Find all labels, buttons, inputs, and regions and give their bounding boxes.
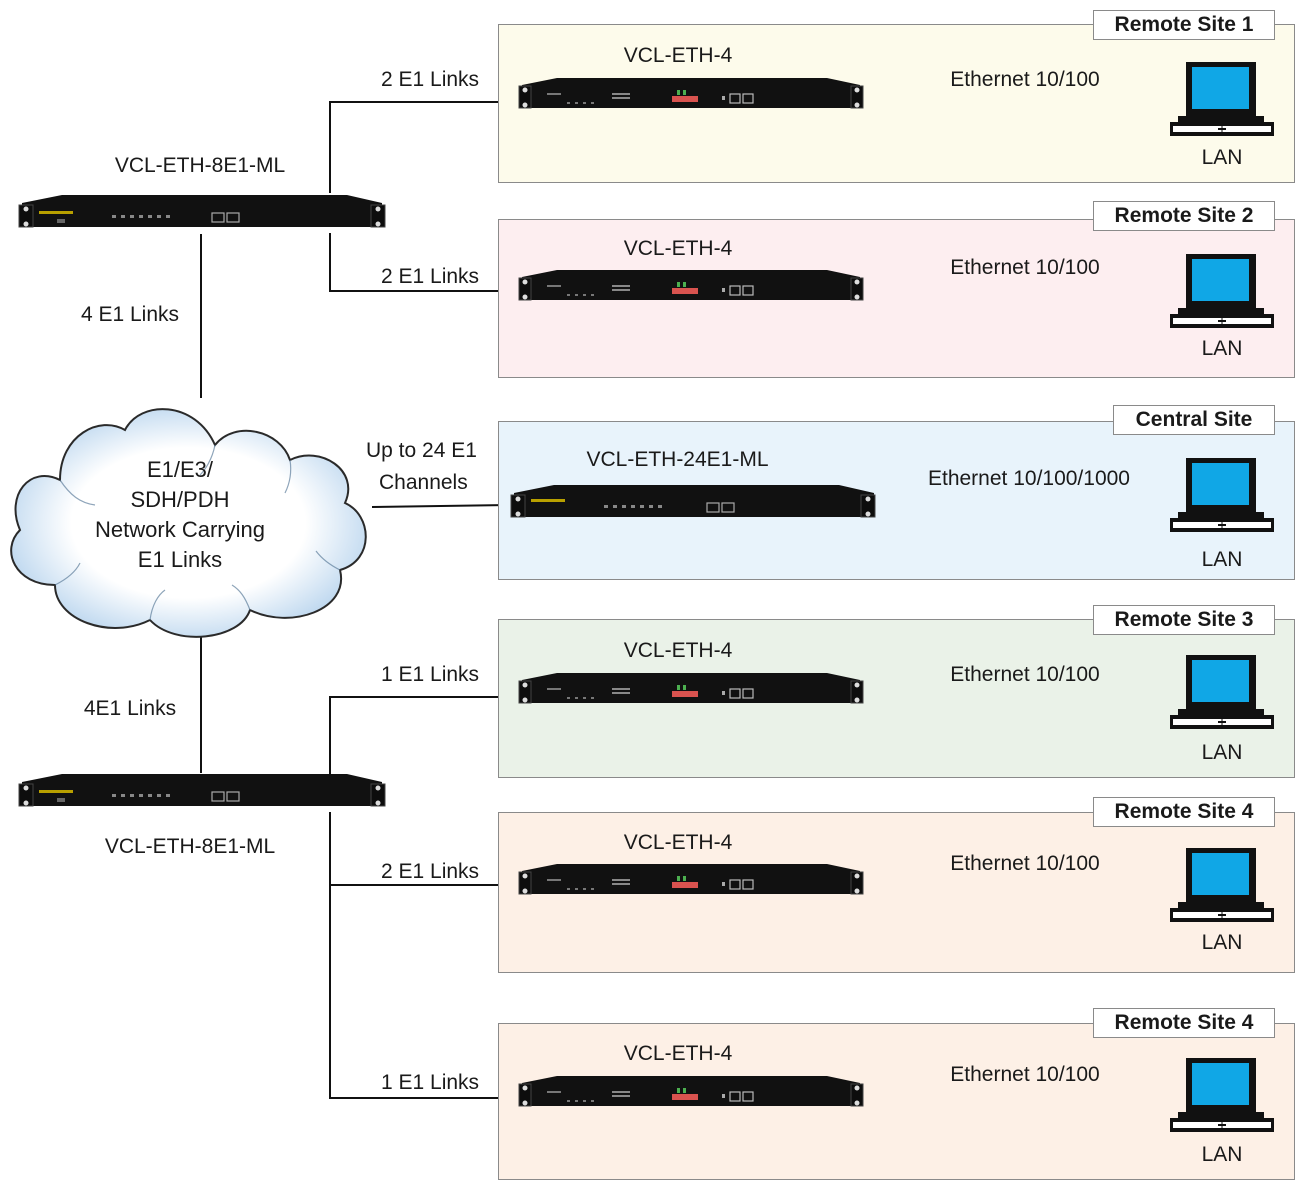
- lower-mux-cloud-link-label: 4E1 Links: [83, 697, 177, 720]
- site-tag-remote-1: Remote Site 1: [1093, 10, 1275, 40]
- site-3-lan-label: LAN: [1201, 741, 1243, 764]
- central-link-label-line-2: Channels: [379, 471, 468, 494]
- central-device-label: VCL-ETH-24E1-ML: [586, 448, 769, 471]
- site-2-lan-computer-icon: [1168, 254, 1276, 328]
- site-2-device-label: VCL-ETH-4: [623, 237, 733, 260]
- site-box-central: [498, 421, 1295, 580]
- upper-mux-device: [17, 193, 387, 239]
- central-link-label-line-1: Up to 24 E1: [366, 439, 477, 462]
- site-1-device-label: VCL-ETH-4: [623, 44, 733, 67]
- lower-mux-model-label: VCL-ETH-8E1-ML: [104, 835, 276, 858]
- site-2-ethernet-label: Ethernet 10/100: [950, 256, 1100, 279]
- site-2-lan-label: LAN: [1201, 337, 1243, 360]
- upper-mux-cloud-link-label: 4 E1 Links: [80, 303, 180, 326]
- site-1-link-label: 2 E1 Links: [381, 68, 480, 91]
- site-4b-ethernet-label: Ethernet 10/100: [950, 1063, 1100, 1086]
- network-cloud-icon: [10, 408, 367, 638]
- link-lower-mux-to-site-4b: [329, 885, 520, 1099]
- site-4b-lan-computer-icon: [1168, 1058, 1276, 1132]
- central-vcl-eth-24e1-ml-device: [509, 483, 877, 527]
- lower-mux-device: [17, 772, 387, 818]
- link-upper-mux-to-site-2: [329, 233, 520, 292]
- site-4b-lan-label: LAN: [1201, 1143, 1243, 1166]
- link-upper-mux-to-site-1: [329, 101, 520, 193]
- link-cloud-to-central: [371, 504, 513, 508]
- site-4a-link-label: 2 E1 Links: [381, 860, 480, 883]
- cloud-label-line-4: E1 Links: [137, 547, 223, 572]
- site-1-ethernet-label: Ethernet 10/100: [950, 68, 1100, 91]
- cloud-label-line-3: Network Carrying: [95, 517, 265, 542]
- site-4b-vcl-eth-4-device: [517, 1074, 865, 1116]
- upper-mux-model-label: VCL-ETH-8E1-ML: [114, 154, 286, 177]
- site-box-remote-1: [498, 24, 1295, 183]
- site-4b-link-label: 1 E1 Links: [381, 1071, 480, 1094]
- site-3-device-label: VCL-ETH-4: [623, 639, 733, 662]
- site-2-link-label: 2 E1 Links: [381, 265, 480, 288]
- central-lan-label: LAN: [1201, 548, 1243, 571]
- site-3-lan-computer-icon: [1168, 655, 1276, 729]
- site-tag-remote-4b: Remote Site 4: [1093, 1008, 1275, 1038]
- central-lan-computer-icon: [1168, 458, 1276, 532]
- cloud-label-line-2: SDH/PDH: [130, 487, 230, 512]
- site-1-lan-label: LAN: [1201, 146, 1243, 169]
- site-4a-ethernet-label: Ethernet 10/100: [950, 852, 1100, 875]
- cloud-label-line-1: E1/E3/: [146, 457, 214, 482]
- central-ethernet-label: Ethernet 10/100/1000: [927, 467, 1130, 490]
- site-tag-central: Central Site: [1113, 405, 1275, 435]
- site-4a-vcl-eth-4-device: [517, 862, 865, 904]
- site-4a-device-label: VCL-ETH-4: [623, 831, 733, 854]
- cloud-label: E1/E3/ SDH/PDH Network Carrying E1 Links: [55, 455, 305, 575]
- link-lower-mux-to-site-3: [329, 696, 520, 775]
- site-4a-lan-computer-icon: [1168, 848, 1276, 922]
- site-4b-device-label: VCL-ETH-4: [623, 1042, 733, 1065]
- site-3-vcl-eth-4-device: [517, 671, 865, 713]
- site-box-remote-4b: [498, 1023, 1295, 1180]
- site-3-link-label: 1 E1 Links: [381, 663, 480, 686]
- site-tag-remote-4a: Remote Site 4: [1093, 797, 1275, 827]
- site-2-vcl-eth-4-device: [517, 268, 865, 310]
- site-1-vcl-eth-4-device: [517, 76, 865, 118]
- site-4a-lan-label: LAN: [1201, 931, 1243, 954]
- site-3-ethernet-label: Ethernet 10/100: [950, 663, 1100, 686]
- site-tag-remote-3: Remote Site 3: [1093, 605, 1275, 635]
- site-tag-remote-2: Remote Site 2: [1093, 201, 1275, 231]
- site-1-lan-computer-icon: [1168, 62, 1276, 136]
